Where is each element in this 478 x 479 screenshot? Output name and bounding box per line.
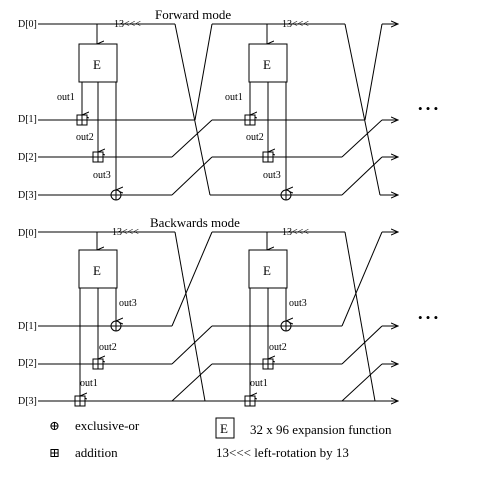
wire-perm-d2-to-d1	[171, 119, 213, 158]
out1-label-s1: out1	[80, 378, 98, 389]
wire-perm2-d3-to-d2	[341, 156, 383, 196]
wire-perm-d1-to-d0	[194, 23, 213, 121]
addition-op-icon	[244, 114, 256, 126]
wire-perm2-d3-to-d2	[341, 363, 383, 402]
expansion-box-s1-label: E	[93, 57, 101, 72]
addition-legend-icon: ⊞	[49, 445, 60, 460]
expansion-box-s1	[78, 43, 118, 83]
addition-legend-label: addition	[75, 445, 118, 460]
out3-label-s2: out3	[263, 170, 281, 181]
xor-op-icon	[280, 320, 292, 332]
expansion-box-s2	[248, 249, 288, 289]
addition-op-icon	[262, 358, 274, 370]
rotation-legend-label: 13<<< left-rotation by 13	[216, 445, 349, 460]
backward-mode-section: Backwards mode D[0] D[1] D[2] D[3] E out…	[18, 215, 438, 407]
rotation-label-s2: 13<<<	[282, 227, 309, 238]
forward-mode-title: Forward mode	[155, 7, 231, 22]
wire-perm-d2-to-d1	[171, 325, 213, 365]
out3-label-s2: out3	[289, 298, 307, 309]
xor-op-icon	[280, 189, 292, 201]
xor-op-icon	[110, 320, 122, 332]
wire-perm2-d0-to-d3	[344, 23, 381, 196]
addition-op-icon	[92, 358, 104, 370]
out1-label-s2: out1	[250, 378, 268, 389]
input-d0-label: D[0]	[18, 228, 37, 239]
out3-label-s1: out3	[119, 298, 137, 309]
addition-op-icon	[74, 395, 86, 407]
input-d3-label: D[3]	[18, 190, 37, 201]
wire-perm-d1-to-d0	[171, 231, 213, 327]
out2-label-s1: out2	[76, 132, 94, 143]
out3-label-s1: out3	[93, 170, 111, 181]
addition-op-icon	[92, 151, 104, 163]
wire-perm2-d1-to-d0	[364, 23, 383, 121]
out1-label-s2: out1	[225, 92, 243, 103]
expansion-box-s1-label: E	[93, 263, 101, 278]
expansion-box-s2-label: E	[263, 57, 271, 72]
wire-perm2-d0-to-d3	[344, 231, 376, 402]
input-d1-label: D[1]	[18, 114, 37, 125]
out2-label-s2: out2	[269, 342, 287, 353]
input-d2-label: D[2]	[18, 152, 37, 163]
out1-label-s1: out1	[57, 92, 75, 103]
e-legend-box	[215, 417, 235, 439]
forward-mode-section: Forward mode D[0] D[1] D[2] D[3] E out1 …	[18, 7, 438, 201]
addition-op-icon	[76, 114, 88, 126]
addition-op-icon	[262, 151, 274, 163]
expansion-box-s1	[78, 249, 118, 289]
backward-mode-title: Backwards mode	[150, 215, 240, 230]
wire-perm-d3-to-d2	[171, 156, 213, 196]
e-legend-symbol: E	[220, 421, 228, 436]
wire-perm-d0-to-d3	[174, 231, 206, 402]
out2-label-s1: out2	[99, 342, 117, 353]
wire-perm2-d1-to-d0	[341, 231, 383, 327]
wire-perm-d0-to-d3	[174, 23, 211, 196]
xor-op-icon	[110, 189, 122, 201]
wire-perm2-d2-to-d1	[341, 325, 383, 365]
legend: ⊕ exclusive-or ⊞ addition E 32 x 96 expa…	[49, 417, 392, 460]
rotation-label-s2: 13<<<	[282, 19, 309, 30]
out2-label-s2: out2	[246, 132, 264, 143]
input-d0-label: D[0]	[18, 19, 37, 30]
input-d2-label: D[2]	[18, 358, 37, 369]
rotation-label-s1: 13<<<	[112, 227, 139, 238]
xor-legend-label: exclusive-or	[75, 418, 140, 433]
e-legend-label: 32 x 96 expansion function	[250, 422, 392, 437]
input-d1-label: D[1]	[18, 321, 37, 332]
expansion-box-s2-label: E	[263, 263, 271, 278]
xor-legend-icon: ⊕	[49, 418, 60, 433]
wire-perm-d3-to-d2	[171, 363, 213, 402]
ellipsis-forward: • • •	[418, 101, 438, 116]
wire-perm2-d2-to-d1	[341, 119, 383, 158]
rotation-label-s1: 13<<<	[114, 19, 141, 30]
ellipsis-backward: • • •	[418, 310, 438, 325]
addition-op-icon	[244, 395, 256, 407]
input-d3-label: D[3]	[18, 396, 37, 407]
